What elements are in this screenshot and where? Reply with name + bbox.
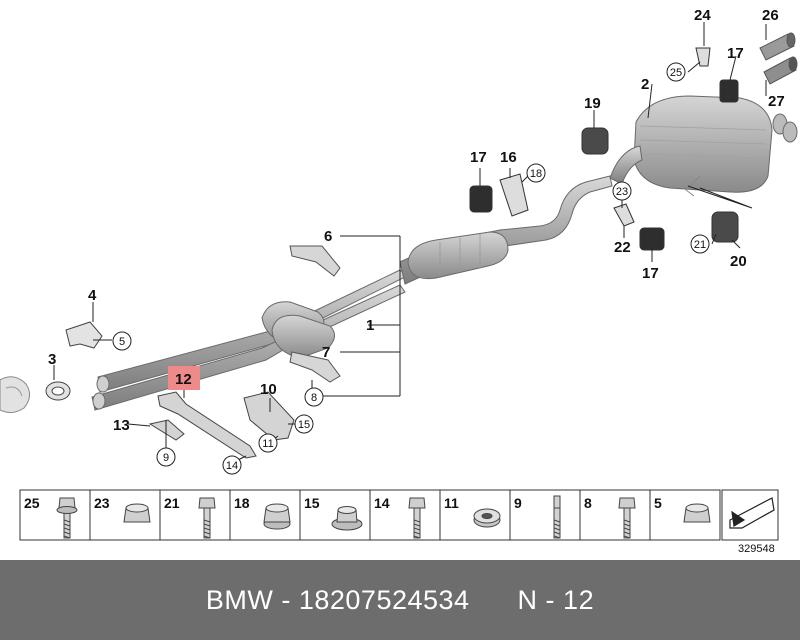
parts-strip-cell-11: 11 bbox=[439, 490, 501, 540]
tailpipe-trims bbox=[759, 32, 798, 85]
callout-26: 26 bbox=[762, 7, 779, 24]
callout-19: 19 bbox=[584, 95, 601, 112]
callout-1: 1 bbox=[366, 317, 374, 334]
callout-13: 13 bbox=[113, 417, 130, 434]
ref-18: 18 bbox=[530, 168, 542, 180]
parts-strip-number: 21 bbox=[164, 495, 180, 511]
bracket-22 bbox=[613, 203, 635, 227]
callout-12: 12 bbox=[175, 371, 192, 388]
rubber-mounts bbox=[469, 47, 739, 251]
flange-bolt-icon bbox=[56, 497, 78, 539]
parts-strip-number: 5 bbox=[654, 495, 662, 511]
ref-21: 21 bbox=[694, 239, 706, 251]
callout-16: 16 bbox=[500, 149, 517, 166]
parts-strip-number: 18 bbox=[234, 495, 250, 511]
bracket-13 bbox=[148, 419, 185, 441]
parts-strip-cell-9: 9 bbox=[509, 490, 561, 540]
callout-17-top: 17 bbox=[727, 45, 744, 62]
front-pipe-assembly bbox=[91, 269, 408, 411]
ref-8: 8 bbox=[311, 392, 317, 404]
ref-25: 25 bbox=[670, 67, 682, 79]
callout-3: 3 bbox=[48, 351, 56, 368]
parts-strip-number: 9 bbox=[514, 495, 522, 511]
highlight-box-12 bbox=[168, 366, 200, 390]
parts-strip-cell-23: 23 bbox=[89, 490, 151, 540]
parts-strip-cell-15: 15 bbox=[299, 490, 363, 540]
bracket-16 bbox=[499, 173, 529, 217]
orientation-arrow-icon bbox=[729, 497, 775, 529]
callout-2: 2 bbox=[641, 76, 649, 93]
callout-7: 7 bbox=[322, 344, 330, 361]
parts-strip-number: 11 bbox=[444, 495, 459, 511]
rear-silencer bbox=[609, 95, 798, 197]
callout-24: 24 bbox=[694, 7, 711, 24]
callout-27: 27 bbox=[768, 93, 785, 110]
washer-nut-icon bbox=[331, 506, 363, 531]
mount-19 bbox=[581, 127, 609, 155]
ref-14: 14 bbox=[226, 460, 238, 472]
bracket-10 bbox=[243, 391, 295, 441]
footer-bar: BMW - 18207524534 N - 12 bbox=[0, 560, 800, 640]
bracket-7 bbox=[289, 351, 341, 383]
parts-strip-number: 14 bbox=[374, 495, 390, 511]
engine-fragment bbox=[0, 376, 30, 414]
ref-15: 15 bbox=[298, 419, 310, 431]
hex-nut-icon bbox=[683, 503, 711, 523]
flange-nut-icon bbox=[263, 503, 291, 530]
mount-20 bbox=[711, 211, 739, 243]
front-flange-parts bbox=[45, 321, 103, 401]
center-pipe bbox=[399, 175, 613, 285]
hex-nut-icon bbox=[123, 503, 151, 523]
bracket-24 bbox=[695, 47, 711, 67]
parts-strip-cell-25: 25 bbox=[24, 495, 78, 539]
hex-bolt-icon bbox=[618, 497, 636, 539]
parts-strip-number: 15 bbox=[304, 495, 320, 511]
callout-22: 22 bbox=[614, 239, 631, 256]
parts-strip-number: 23 bbox=[94, 495, 110, 511]
washer-icon bbox=[473, 508, 501, 528]
bracket-6 bbox=[289, 245, 341, 277]
parts-strip: 25 23 21 18 15 14 11 9 8 5 bbox=[19, 489, 779, 541]
exhaust-system-diagram: 1 2 3 4 6 7 10 12 13 16 17 17 17 19 20 2… bbox=[0, 7, 798, 555]
parts-strip-cell-14: 14 bbox=[369, 490, 426, 540]
bracket-4 bbox=[65, 321, 103, 349]
callout-4: 4 bbox=[88, 287, 97, 304]
stud-icon bbox=[553, 495, 561, 539]
ref-5: 5 bbox=[119, 336, 125, 348]
callout-10: 10 bbox=[260, 381, 277, 398]
parts-strip-number: 8 bbox=[584, 495, 592, 511]
callout-numbers: 1 2 3 4 6 7 10 12 13 16 17 17 17 19 20 2… bbox=[48, 7, 785, 434]
bolt-icon bbox=[408, 497, 426, 539]
circled-reference-labels: 5 8 9 11 14 15 18 21 23 25 bbox=[119, 67, 706, 472]
mount-17-rear bbox=[639, 227, 665, 251]
callout-17-rear: 17 bbox=[642, 265, 659, 282]
callout-6: 6 bbox=[324, 228, 332, 245]
ref-11: 11 bbox=[262, 438, 273, 450]
mount-17-center bbox=[469, 185, 493, 213]
document-number: 329548 bbox=[738, 543, 775, 555]
footer-part-number: BMW - 18207524534 N - 12 bbox=[205, 584, 595, 615]
tension-strut-12 bbox=[148, 391, 295, 459]
callout-20: 20 bbox=[730, 253, 747, 270]
parts-strip-cell-18: 18 bbox=[229, 490, 291, 540]
parts-strip-number: 25 bbox=[24, 495, 40, 511]
ref-9: 9 bbox=[163, 452, 169, 464]
support-brackets bbox=[289, 245, 341, 383]
ref-23: 23 bbox=[616, 186, 628, 198]
parts-strip-cell-5: 5 bbox=[649, 490, 711, 540]
mount-17-top bbox=[719, 79, 739, 103]
parts-strip-cell-21: 21 bbox=[159, 490, 216, 540]
parts-strip-cell-8: 8 bbox=[579, 490, 636, 540]
callout-17-center: 17 bbox=[470, 149, 487, 166]
circled-references bbox=[112, 62, 710, 475]
bolt-icon bbox=[198, 497, 216, 539]
